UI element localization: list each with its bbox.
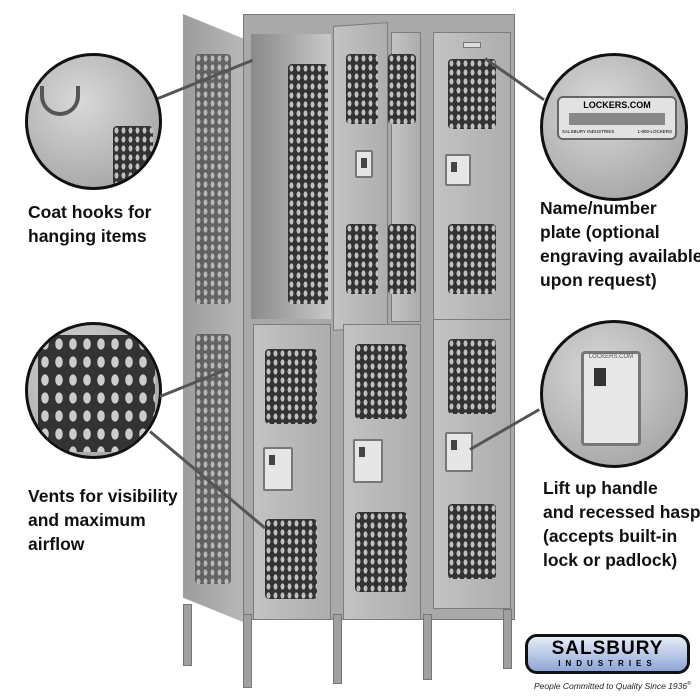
- door-vent: [265, 519, 317, 599]
- label-line: and maximum: [28, 510, 146, 530]
- hasp-plate-text: LOCKERS.COM: [588, 354, 634, 360]
- label-line: (accepts built-in: [543, 526, 678, 546]
- plate-sub-left: SALSBURY INDUSTRIES: [562, 129, 615, 134]
- locker-leg: [183, 604, 192, 666]
- door-handle: [445, 432, 473, 472]
- handle-detail: LOCKERS.COM: [540, 320, 688, 468]
- door-vent: [448, 504, 496, 579]
- label-line: Lift up handle: [543, 478, 658, 498]
- door-vent: [388, 224, 416, 294]
- hook-detail-vent: [113, 126, 153, 186]
- vents-detail: [25, 322, 162, 459]
- side-vent-top: [195, 54, 231, 304]
- tagline-text: People Committed to Quality Since 1936: [534, 681, 688, 691]
- plate-footer: SALSBURY INDUSTRIES 1-800-LOCKERS: [562, 129, 672, 134]
- brand-sub: INDUSTRIES: [558, 659, 657, 668]
- plate-sub-right: 1-800-LOCKERS: [637, 129, 672, 134]
- name-plate: LOCKERS.COM SALSBURY INDUSTRIES 1-800-LO…: [557, 96, 677, 140]
- plate-title: LOCKERS.COM: [583, 100, 651, 110]
- coat-hooks-label: Coat hooks for hanging items: [28, 200, 151, 248]
- locker-leg: [503, 609, 512, 669]
- door-vent: [448, 59, 496, 129]
- open-door-handle: [355, 150, 373, 178]
- door-vent: [355, 512, 407, 592]
- interior-vent: [288, 64, 328, 304]
- vents-label: Vents for visibility and maximum airflow: [28, 484, 178, 556]
- open-door-vent-bottom: [346, 224, 378, 294]
- label-line: and recessed hasp: [543, 502, 700, 522]
- plate-engraving-area: [569, 113, 665, 125]
- door-vent: [355, 344, 407, 419]
- label-line: plate (optional: [540, 222, 660, 242]
- brand-name: SALSBURY: [551, 638, 664, 659]
- hook-icon: [40, 86, 80, 116]
- brand-tagline: People Committed to Quality Since 1936®: [534, 681, 691, 691]
- locker-leg: [243, 614, 252, 688]
- door-handle: [353, 439, 383, 483]
- open-door-vent-top: [346, 54, 378, 124]
- door-vent: [448, 339, 496, 414]
- coat-hooks-detail: [25, 53, 162, 190]
- label-line: lock or padlock): [543, 550, 678, 570]
- label-line: hanging items: [28, 226, 147, 246]
- door-vent: [388, 54, 416, 124]
- label-line: upon request): [540, 270, 657, 290]
- salsbury-logo: SALSBURY INDUSTRIES: [525, 634, 690, 674]
- label-line: airflow: [28, 534, 85, 554]
- locker-leg: [423, 614, 432, 680]
- locker-leg: [333, 614, 342, 684]
- vent-closeup: [38, 335, 155, 452]
- number-plate: [463, 42, 481, 48]
- label-line: Vents for visibility: [28, 486, 178, 506]
- nameplate-label: Name/number plate (optional engraving avai…: [540, 196, 700, 292]
- label-line: Coat hooks for: [28, 202, 152, 222]
- handle-label: Lift up handle and recessed hasp (accepts …: [543, 476, 700, 572]
- door-vent: [265, 349, 317, 424]
- lift-handle: [594, 368, 606, 386]
- locker-illustration: [183, 14, 515, 694]
- nameplate-detail: LOCKERS.COM SALSBURY INDUSTRIES 1-800-LO…: [540, 53, 688, 201]
- door-vent: [448, 224, 496, 294]
- label-line: engraving available: [540, 246, 700, 266]
- recessed-hasp: LOCKERS.COM: [581, 351, 641, 446]
- registered-mark: ®: [687, 681, 691, 688]
- label-line: Name/number: [540, 198, 657, 218]
- door-handle: [263, 447, 293, 491]
- door-handle: [445, 154, 471, 186]
